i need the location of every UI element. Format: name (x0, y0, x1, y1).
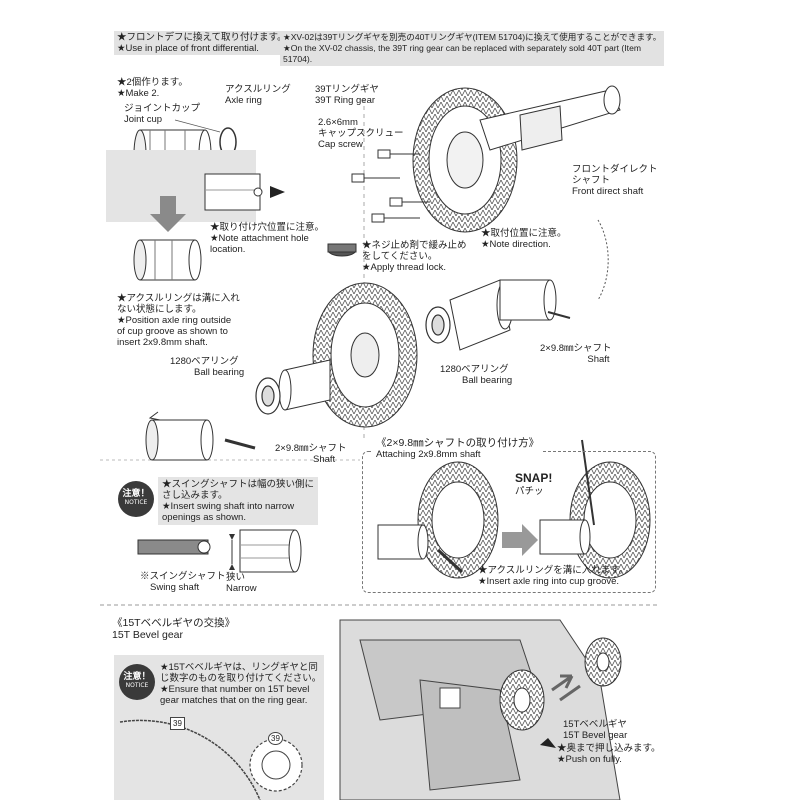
front-direct-shaft-label: フロントダイレクト シャフト Front direct shaft (572, 164, 658, 197)
joint-cup-label: ジョイントカップ Joint cup (124, 103, 201, 125)
ball-bearing-left (255, 377, 281, 415)
push-note: ★奥まで押し込みます。 ★Push on fully. (557, 743, 661, 765)
attaching-arrow (502, 524, 538, 556)
front-diff-note: ★フロントデフに換えて取り付けます。 ★Use in place of fron… (114, 31, 290, 55)
swap-arrows (551, 674, 581, 702)
ring-gear-middle (312, 282, 418, 428)
bevel-gear-label: 15Tベベルギヤ 15T Bevel gear (563, 719, 628, 741)
shaft-top-label: 2×9.8㎜シャフト Shaft (540, 343, 612, 365)
ring-gear-number: 39 (170, 717, 185, 730)
shaft-bottom-label: 2×9.8㎜シャフト Shaft (275, 443, 347, 465)
xv02-jp: ★XV-02は39Tリングギヤを別売の40Tリングギヤ(ITEM 51704)に… (283, 32, 662, 42)
ring-gear-arc (119, 719, 261, 800)
make2-label: ★2個作ります。 ★Make 2. (117, 77, 188, 99)
attaching-gear-right (539, 439, 651, 579)
bevel-gear-drawing (499, 669, 545, 731)
bearing-right-label: 1280ベアリング Ball bearing (440, 364, 513, 386)
thread-lock-bottle (327, 243, 357, 257)
swing-shaft-label: ※スイングシャフト Swing shaft (140, 571, 226, 593)
note-direction: ★取付位置に注意。 ★Note direction. (481, 228, 567, 250)
front-direct-shaft (479, 85, 621, 151)
xv02-en-2: 51704). (283, 54, 313, 64)
bevel-gear-number: 39 (268, 732, 283, 745)
bevel-section-title: 《15Tベベルギヤの交換》 15T Bevel gear (112, 617, 236, 641)
swing-shaft-drawing (137, 529, 302, 573)
position-ring-note: ★アクスルリングは溝に入れ ない状態にします。 ★Position axle r… (117, 293, 240, 348)
xv02-note: ★XV-02は39Tリングギヤを別売の40Tリングギヤ(ITEM 51704)に… (280, 31, 665, 66)
bevel-gear-floating (584, 637, 622, 687)
ring-gear-label: 39Tリングギヤ 39T Ring gear (315, 84, 379, 106)
snap-label: SNAP! パチッ (515, 471, 553, 498)
front-diff-jp: ★フロントデフに換えて取り付けます。 (117, 32, 287, 43)
insert-ring-note: ★アクスルリングを溝に入れます。 ★Insert axle ring into … (478, 565, 629, 587)
ball-bearing-right (425, 306, 451, 344)
attaching-title: 《2×9.8㎜シャフトの取り付け方》 Attaching 2x9.8mm sha… (373, 437, 543, 461)
down-arrow (150, 196, 186, 232)
attach-hole-note: ★取り付け穴位置に注意。 ★Note attachment hole locat… (210, 222, 325, 255)
attaching-gear-left (377, 461, 499, 579)
axle-ring-label: アクスルリング Axle ring (225, 84, 291, 106)
shaft-pin (224, 438, 256, 450)
middle-shaft (278, 359, 331, 411)
front-diff-en: ★Use in place of front differential. (117, 43, 259, 54)
chassis-drawing (339, 619, 621, 800)
joint-cup-right (499, 279, 557, 321)
bearing-left-label: 1280ベアリング Ball bearing (170, 356, 245, 378)
xv02-en-1: ★On the XV-02 chassis, the 39T ring gear… (283, 43, 642, 53)
ring-gear-top (412, 87, 518, 233)
notice-badge-swing: 注意！ NOTICE (118, 481, 154, 517)
cap-screw-label: 2.6×6mm キャップスクリュー Cap screw (318, 117, 404, 150)
joint-cup-lower (145, 419, 214, 461)
notice-badge-bevel: 注意！ NOTICE (119, 664, 155, 700)
swing-shaft-notice: ★スイングシャフトは幅の狭い側に さし込みます。 ★Insert swing s… (158, 477, 319, 525)
bevel-notice-text: ★15Tベベルギヤは、リングギヤと同 じ数字のものを取り付けてください。 ★En… (160, 662, 322, 706)
joint-cup-2-drawing (133, 239, 202, 281)
thread-lock-note: ★ネジ止め剤で緩み止め をしてください。 ★Apply thread lock. (362, 240, 467, 273)
cap-screws (351, 149, 430, 223)
narrow-label: 狭い Narrow (226, 572, 257, 594)
